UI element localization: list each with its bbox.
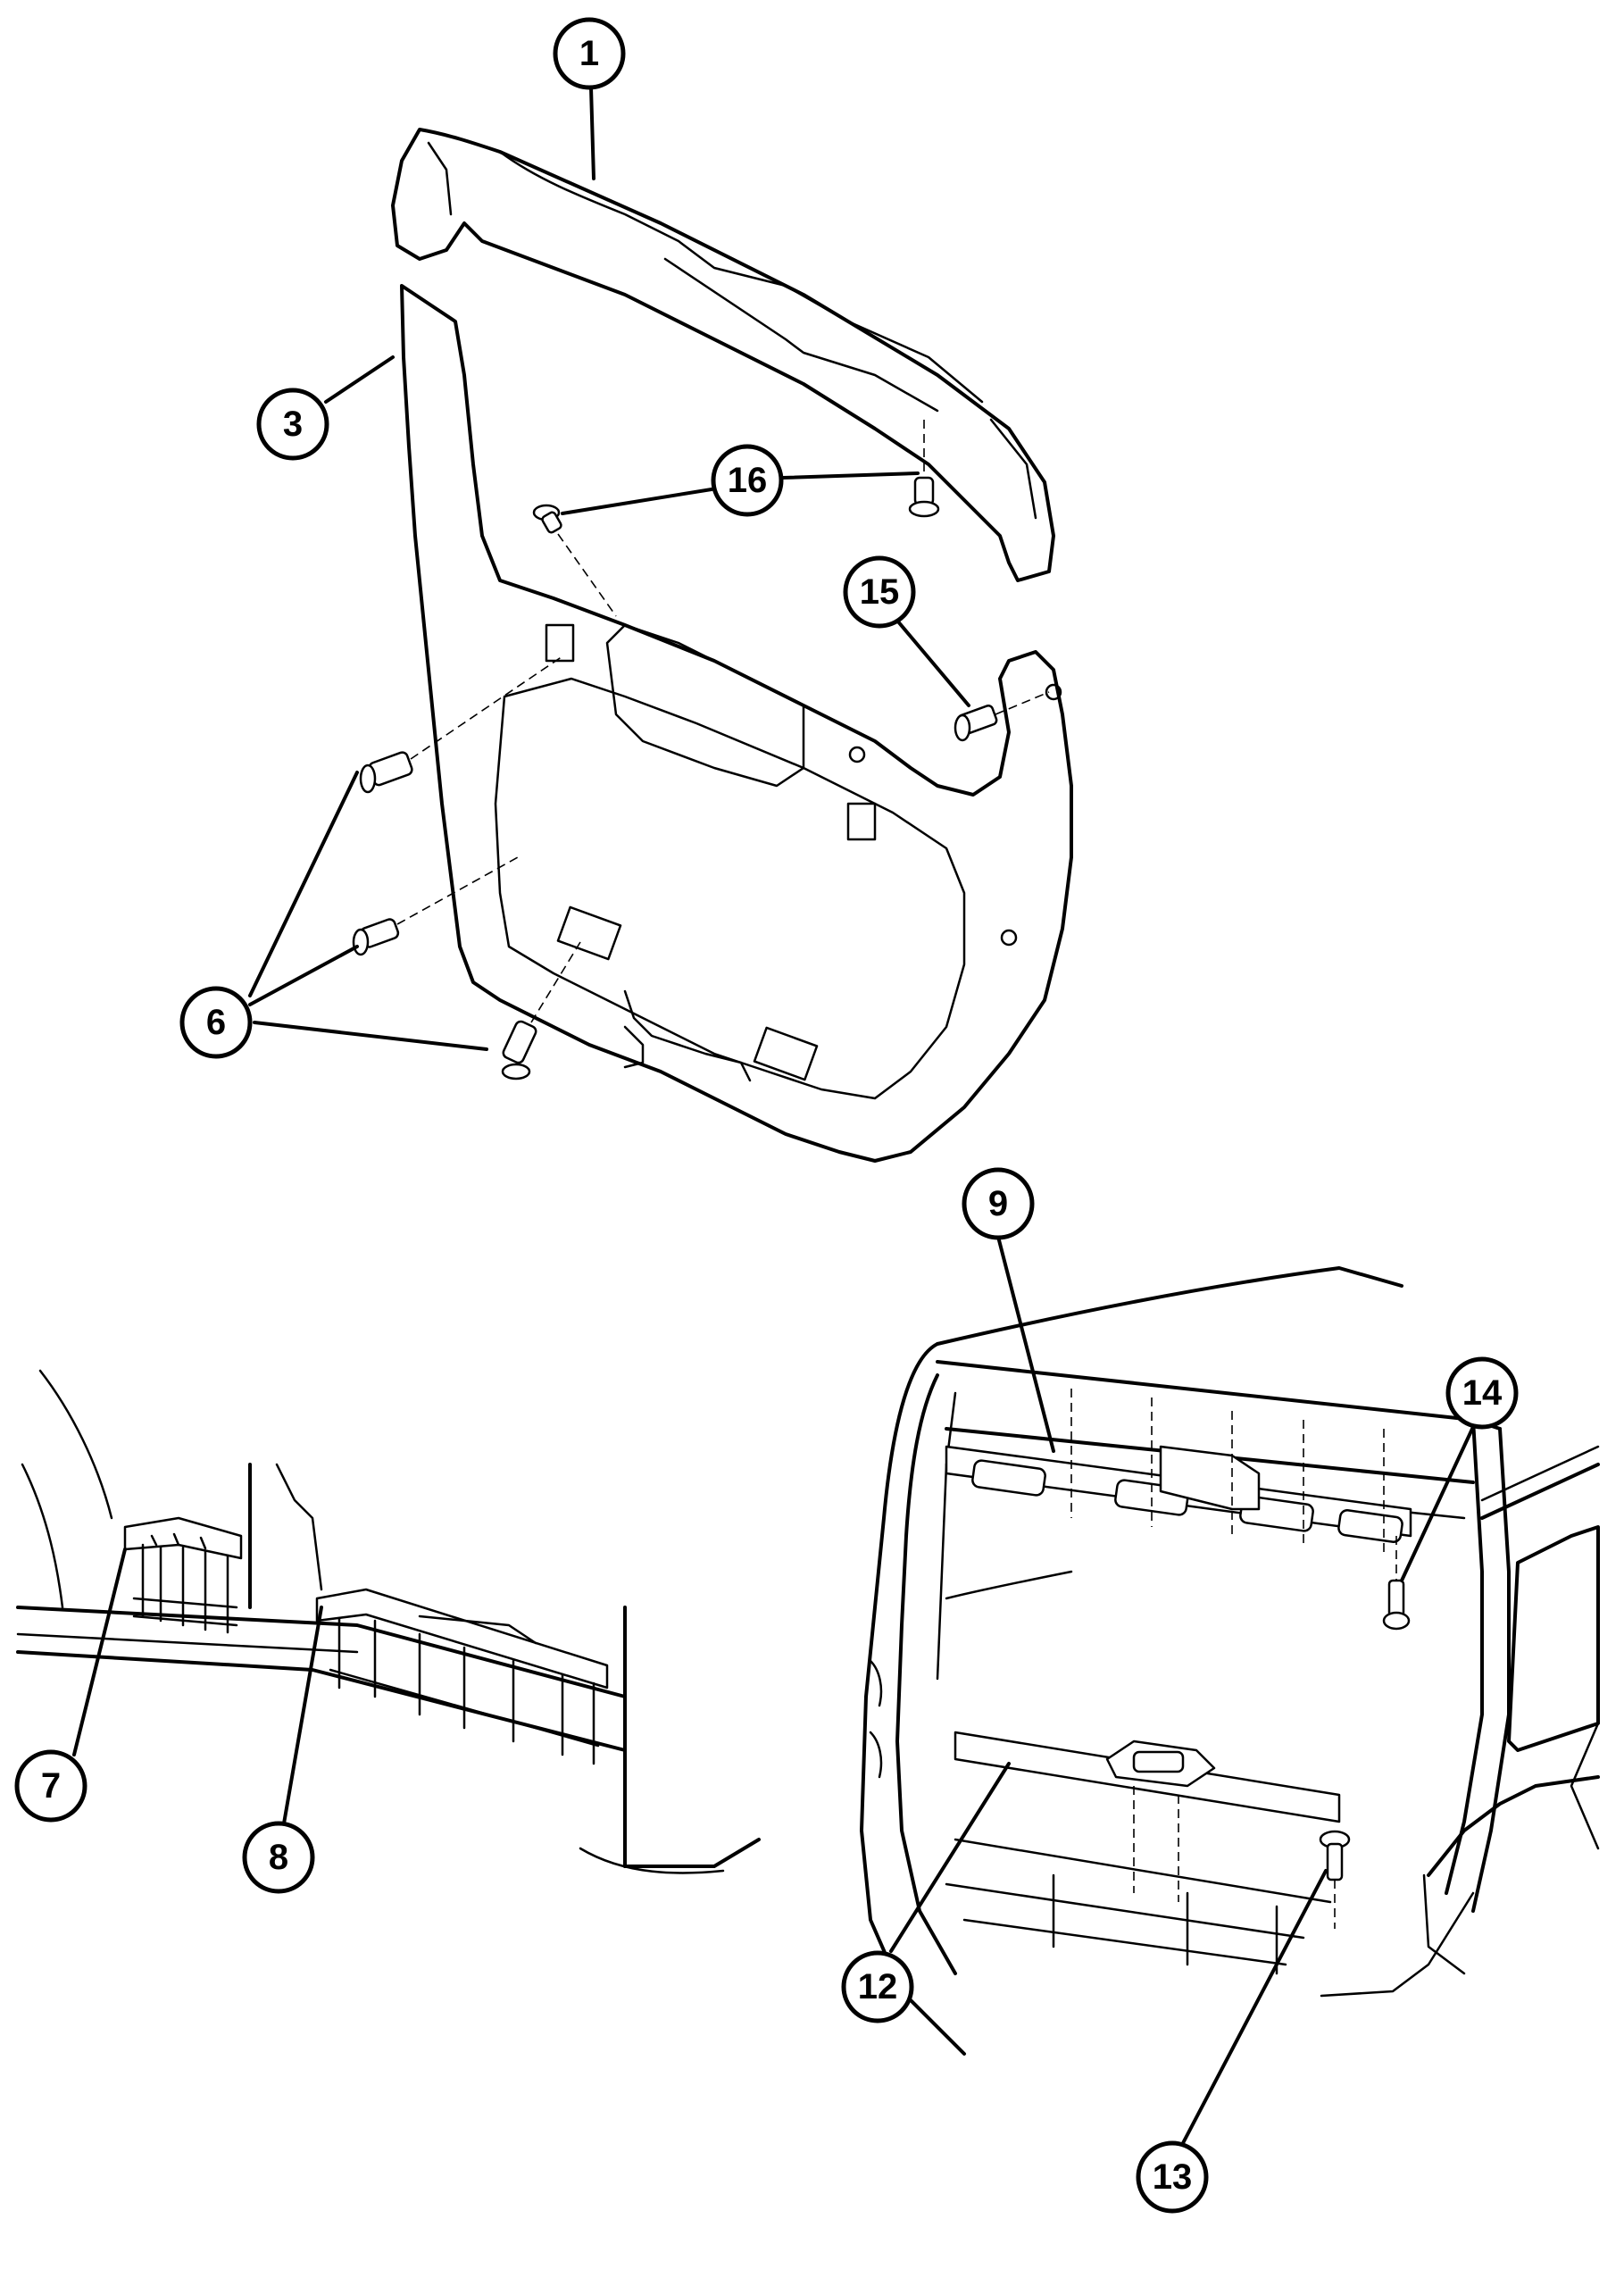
callout-9: 9 xyxy=(962,1167,1035,1240)
fastener-16a xyxy=(908,420,940,518)
callout-8: 8 xyxy=(242,1821,315,1894)
fastener-15 xyxy=(954,691,1050,742)
leader-1 xyxy=(589,86,595,180)
leader-14 xyxy=(1400,1425,1475,1582)
leader-8 xyxy=(282,1606,323,1825)
push-pin-fasteners xyxy=(352,420,1050,1080)
callout-7-label: 7 xyxy=(41,1766,61,1806)
scuff-plate-8 xyxy=(315,1588,609,1765)
lower-trim-panel xyxy=(400,284,1073,1163)
fastener-14 xyxy=(1382,1536,1411,1631)
callout-6: 6 xyxy=(179,986,253,1059)
leader-lines xyxy=(72,86,1475,2145)
leader-6b xyxy=(248,945,359,1006)
leader-6a xyxy=(248,771,359,997)
callout-9-label: 9 xyxy=(988,1184,1008,1223)
leader-13 xyxy=(1181,1869,1328,2145)
fastener-13 xyxy=(1319,1830,1351,1929)
leader-6c xyxy=(253,1021,488,1051)
callout-15: 15 xyxy=(843,555,916,629)
leader-3 xyxy=(324,355,395,404)
callout-15-label: 15 xyxy=(860,572,900,612)
callout-1: 1 xyxy=(553,17,626,90)
callout-7: 7 xyxy=(14,1749,87,1823)
fastener-16b xyxy=(532,504,617,617)
upper-trim-panel xyxy=(391,128,1055,582)
callout-3-label: 3 xyxy=(283,405,303,444)
leader-7 xyxy=(72,1548,127,1756)
callout-12-label: 12 xyxy=(858,1967,898,2007)
callout-13-label: 13 xyxy=(1153,2157,1193,2197)
scuff-plate-7 xyxy=(123,1516,243,1634)
sill-scuff-plates-view xyxy=(16,1369,761,1874)
callout-14-label: 14 xyxy=(1462,1373,1503,1413)
fastener-6a xyxy=(359,655,563,794)
vehicle-rear-opening-view xyxy=(860,1266,1600,2056)
fastener-6b xyxy=(352,856,519,956)
leader-15 xyxy=(895,619,970,707)
callout-8-label: 8 xyxy=(269,1838,288,1877)
leader-12 xyxy=(889,1762,1011,1953)
callout-16: 16 xyxy=(711,444,784,517)
sill-scuff-plate-12 xyxy=(945,1731,1341,1975)
callout-1-label: 1 xyxy=(579,34,599,73)
callout-12: 12 xyxy=(841,1950,914,2023)
header-scuff-plate-9 xyxy=(945,1389,1412,1554)
callout-3: 3 xyxy=(256,388,329,461)
fastener-6c xyxy=(501,941,581,1080)
leader-9 xyxy=(996,1235,1055,1453)
callout-14: 14 xyxy=(1445,1356,1519,1430)
callout-6-label: 6 xyxy=(206,1003,226,1042)
callout-13: 13 xyxy=(1136,2140,1209,2214)
callout-16-label: 16 xyxy=(728,461,768,500)
leader-16b xyxy=(561,488,713,515)
leader-16a xyxy=(781,471,920,480)
